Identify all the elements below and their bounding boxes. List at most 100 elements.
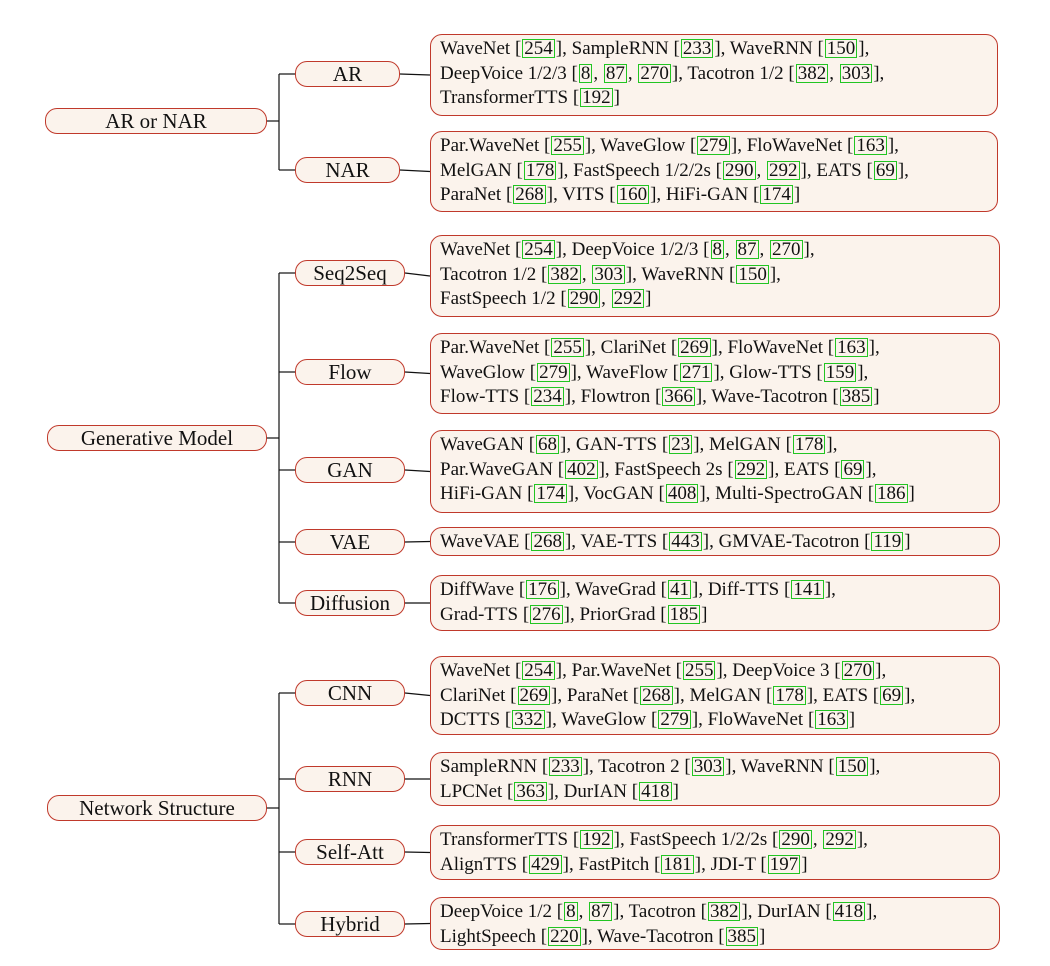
- citation-link[interactable]: 192: [580, 87, 613, 108]
- citation-link[interactable]: 270: [841, 660, 875, 681]
- citation-link[interactable]: 234: [531, 386, 564, 407]
- citation-link[interactable]: 141: [791, 579, 824, 600]
- citation-link[interactable]: 303: [839, 62, 873, 84]
- citation-link[interactable]: 270: [770, 239, 803, 260]
- citation-link[interactable]: 292: [734, 458, 768, 480]
- citation-link[interactable]: 178: [792, 434, 826, 455]
- leaf-line: HiFi-GAN [174], VocGAN [408], Multi-Spec…: [440, 482, 993, 507]
- citation-link[interactable]: 268: [640, 684, 673, 706]
- citation-link[interactable]: 292: [767, 159, 800, 181]
- citation-link[interactable]: 174: [534, 483, 567, 504]
- citation-link[interactable]: 363: [514, 780, 547, 802]
- citation-link[interactable]: 87: [735, 239, 759, 260]
- citation-link[interactable]: 271: [679, 361, 713, 383]
- citation-link[interactable]: 254: [522, 38, 555, 59]
- citation-link[interactable]: 382: [548, 263, 581, 285]
- citation-link[interactable]: 255: [682, 660, 716, 681]
- citation-link[interactable]: 174: [760, 184, 793, 205]
- leaf-text: ], Wave-Tacotron [: [695, 386, 839, 407]
- citation-link[interactable]: 87: [603, 62, 627, 84]
- citation-link[interactable]: 197: [767, 853, 801, 875]
- citation-link[interactable]: 87: [589, 901, 613, 922]
- citation-link[interactable]: 119: [871, 531, 904, 552]
- citation-link[interactable]: 270: [638, 62, 671, 84]
- citation-link[interactable]: 163: [835, 337, 868, 358]
- leaf-box-self-att: TransformerTTS [192], FastSpeech 1/2/2s …: [430, 825, 1000, 880]
- citation-link[interactable]: 163: [854, 135, 887, 156]
- leaf-box-hybrid: DeepVoice 1/2 [8, 87], Tacotron [382], D…: [430, 897, 1000, 950]
- citation-link[interactable]: 23: [669, 434, 693, 455]
- leaf-text: TransformerTTS [: [440, 829, 580, 850]
- citation-link[interactable]: 268: [513, 184, 546, 205]
- leaf-text: ], Tacotron [: [613, 901, 707, 922]
- leaf-text: DiffWave [: [440, 579, 526, 600]
- citation-link[interactable]: 69: [841, 458, 865, 480]
- citation-link[interactable]: 268: [531, 531, 564, 552]
- citation-link[interactable]: 176: [526, 579, 559, 600]
- citation-link[interactable]: 402: [565, 458, 598, 480]
- branch-node-diffusion: Diffusion: [295, 590, 405, 616]
- citation-link[interactable]: 69: [873, 159, 897, 181]
- leaf-line: WaveNet [254], DeepVoice 1/2/3 [8, 87, 2…: [440, 238, 993, 263]
- citation-link[interactable]: 332: [512, 709, 545, 730]
- citation-link[interactable]: 279: [658, 709, 691, 730]
- citation-link[interactable]: 290: [779, 829, 812, 850]
- citation-link[interactable]: 8: [564, 901, 578, 922]
- citation-link[interactable]: 255: [551, 337, 584, 358]
- citation-link[interactable]: 150: [835, 756, 869, 777]
- citation-link[interactable]: 366: [662, 386, 695, 407]
- citation-link[interactable]: 255: [551, 135, 584, 156]
- citation-link[interactable]: 429: [529, 853, 562, 875]
- leaf-text: ], MelGAN [: [673, 684, 773, 706]
- citation-link[interactable]: 220: [548, 925, 581, 947]
- citation-link[interactable]: 269: [517, 684, 551, 706]
- citation-link[interactable]: 418: [832, 901, 866, 922]
- citation-link[interactable]: 68: [536, 434, 560, 455]
- branch-node-ar: AR: [295, 61, 400, 87]
- citation-link[interactable]: 233: [549, 756, 582, 777]
- citation-link[interactable]: 292: [611, 288, 645, 309]
- leaf-line: Par.WaveNet [255], ClariNet [269], FloWa…: [440, 336, 993, 361]
- branch-node-rnn: RNN: [295, 766, 405, 792]
- citation-link[interactable]: 178: [523, 159, 557, 181]
- leaf-box-seq2seq: WaveNet [254], DeepVoice 1/2/3 [8, 87, 2…: [430, 235, 1000, 317]
- citation-link[interactable]: 279: [537, 361, 570, 383]
- citation-link[interactable]: 254: [522, 660, 555, 681]
- citation-link[interactable]: 443: [669, 531, 702, 552]
- citation-link[interactable]: 192: [580, 829, 613, 850]
- branch-node-nar: NAR: [295, 157, 400, 183]
- citation-link[interactable]: 178: [773, 684, 806, 706]
- leaf-text: ], FloWaveNet [: [691, 709, 815, 730]
- citation-link[interactable]: 159: [823, 361, 857, 383]
- citation-link[interactable]: 150: [824, 38, 858, 59]
- citation-link[interactable]: 290: [567, 288, 601, 309]
- citation-link[interactable]: 186: [875, 483, 908, 504]
- citation-link[interactable]: 254: [522, 239, 555, 260]
- citation-link[interactable]: 160: [616, 184, 650, 205]
- citation-link[interactable]: 150: [736, 263, 769, 285]
- citation-link[interactable]: 185: [667, 603, 701, 625]
- citation-link[interactable]: 385: [839, 386, 873, 407]
- citation-link[interactable]: 181: [661, 853, 694, 875]
- citation-link[interactable]: 385: [725, 925, 759, 947]
- citation-link[interactable]: 382: [795, 62, 829, 84]
- leaf-text: ,: [581, 263, 592, 285]
- citation-link[interactable]: 163: [815, 709, 848, 730]
- citation-link[interactable]: 233: [680, 38, 714, 59]
- citation-link[interactable]: 41: [668, 579, 691, 600]
- citation-link[interactable]: 382: [707, 901, 741, 922]
- citation-link[interactable]: 303: [691, 756, 725, 777]
- citation-link[interactable]: 276: [530, 603, 563, 625]
- leaf-text: ],: [858, 38, 870, 59]
- citation-link[interactable]: 69: [880, 684, 904, 706]
- citation-link[interactable]: 303: [592, 263, 625, 285]
- citation-link[interactable]: 8: [578, 62, 593, 84]
- leaf-text: ]: [873, 386, 880, 407]
- citation-link[interactable]: 8: [710, 239, 725, 260]
- citation-link[interactable]: 418: [639, 780, 672, 802]
- citation-link[interactable]: 279: [697, 135, 730, 156]
- citation-link[interactable]: 408: [665, 483, 699, 504]
- citation-link[interactable]: 269: [678, 337, 711, 358]
- citation-link[interactable]: 290: [723, 159, 756, 181]
- citation-link[interactable]: 292: [823, 829, 856, 850]
